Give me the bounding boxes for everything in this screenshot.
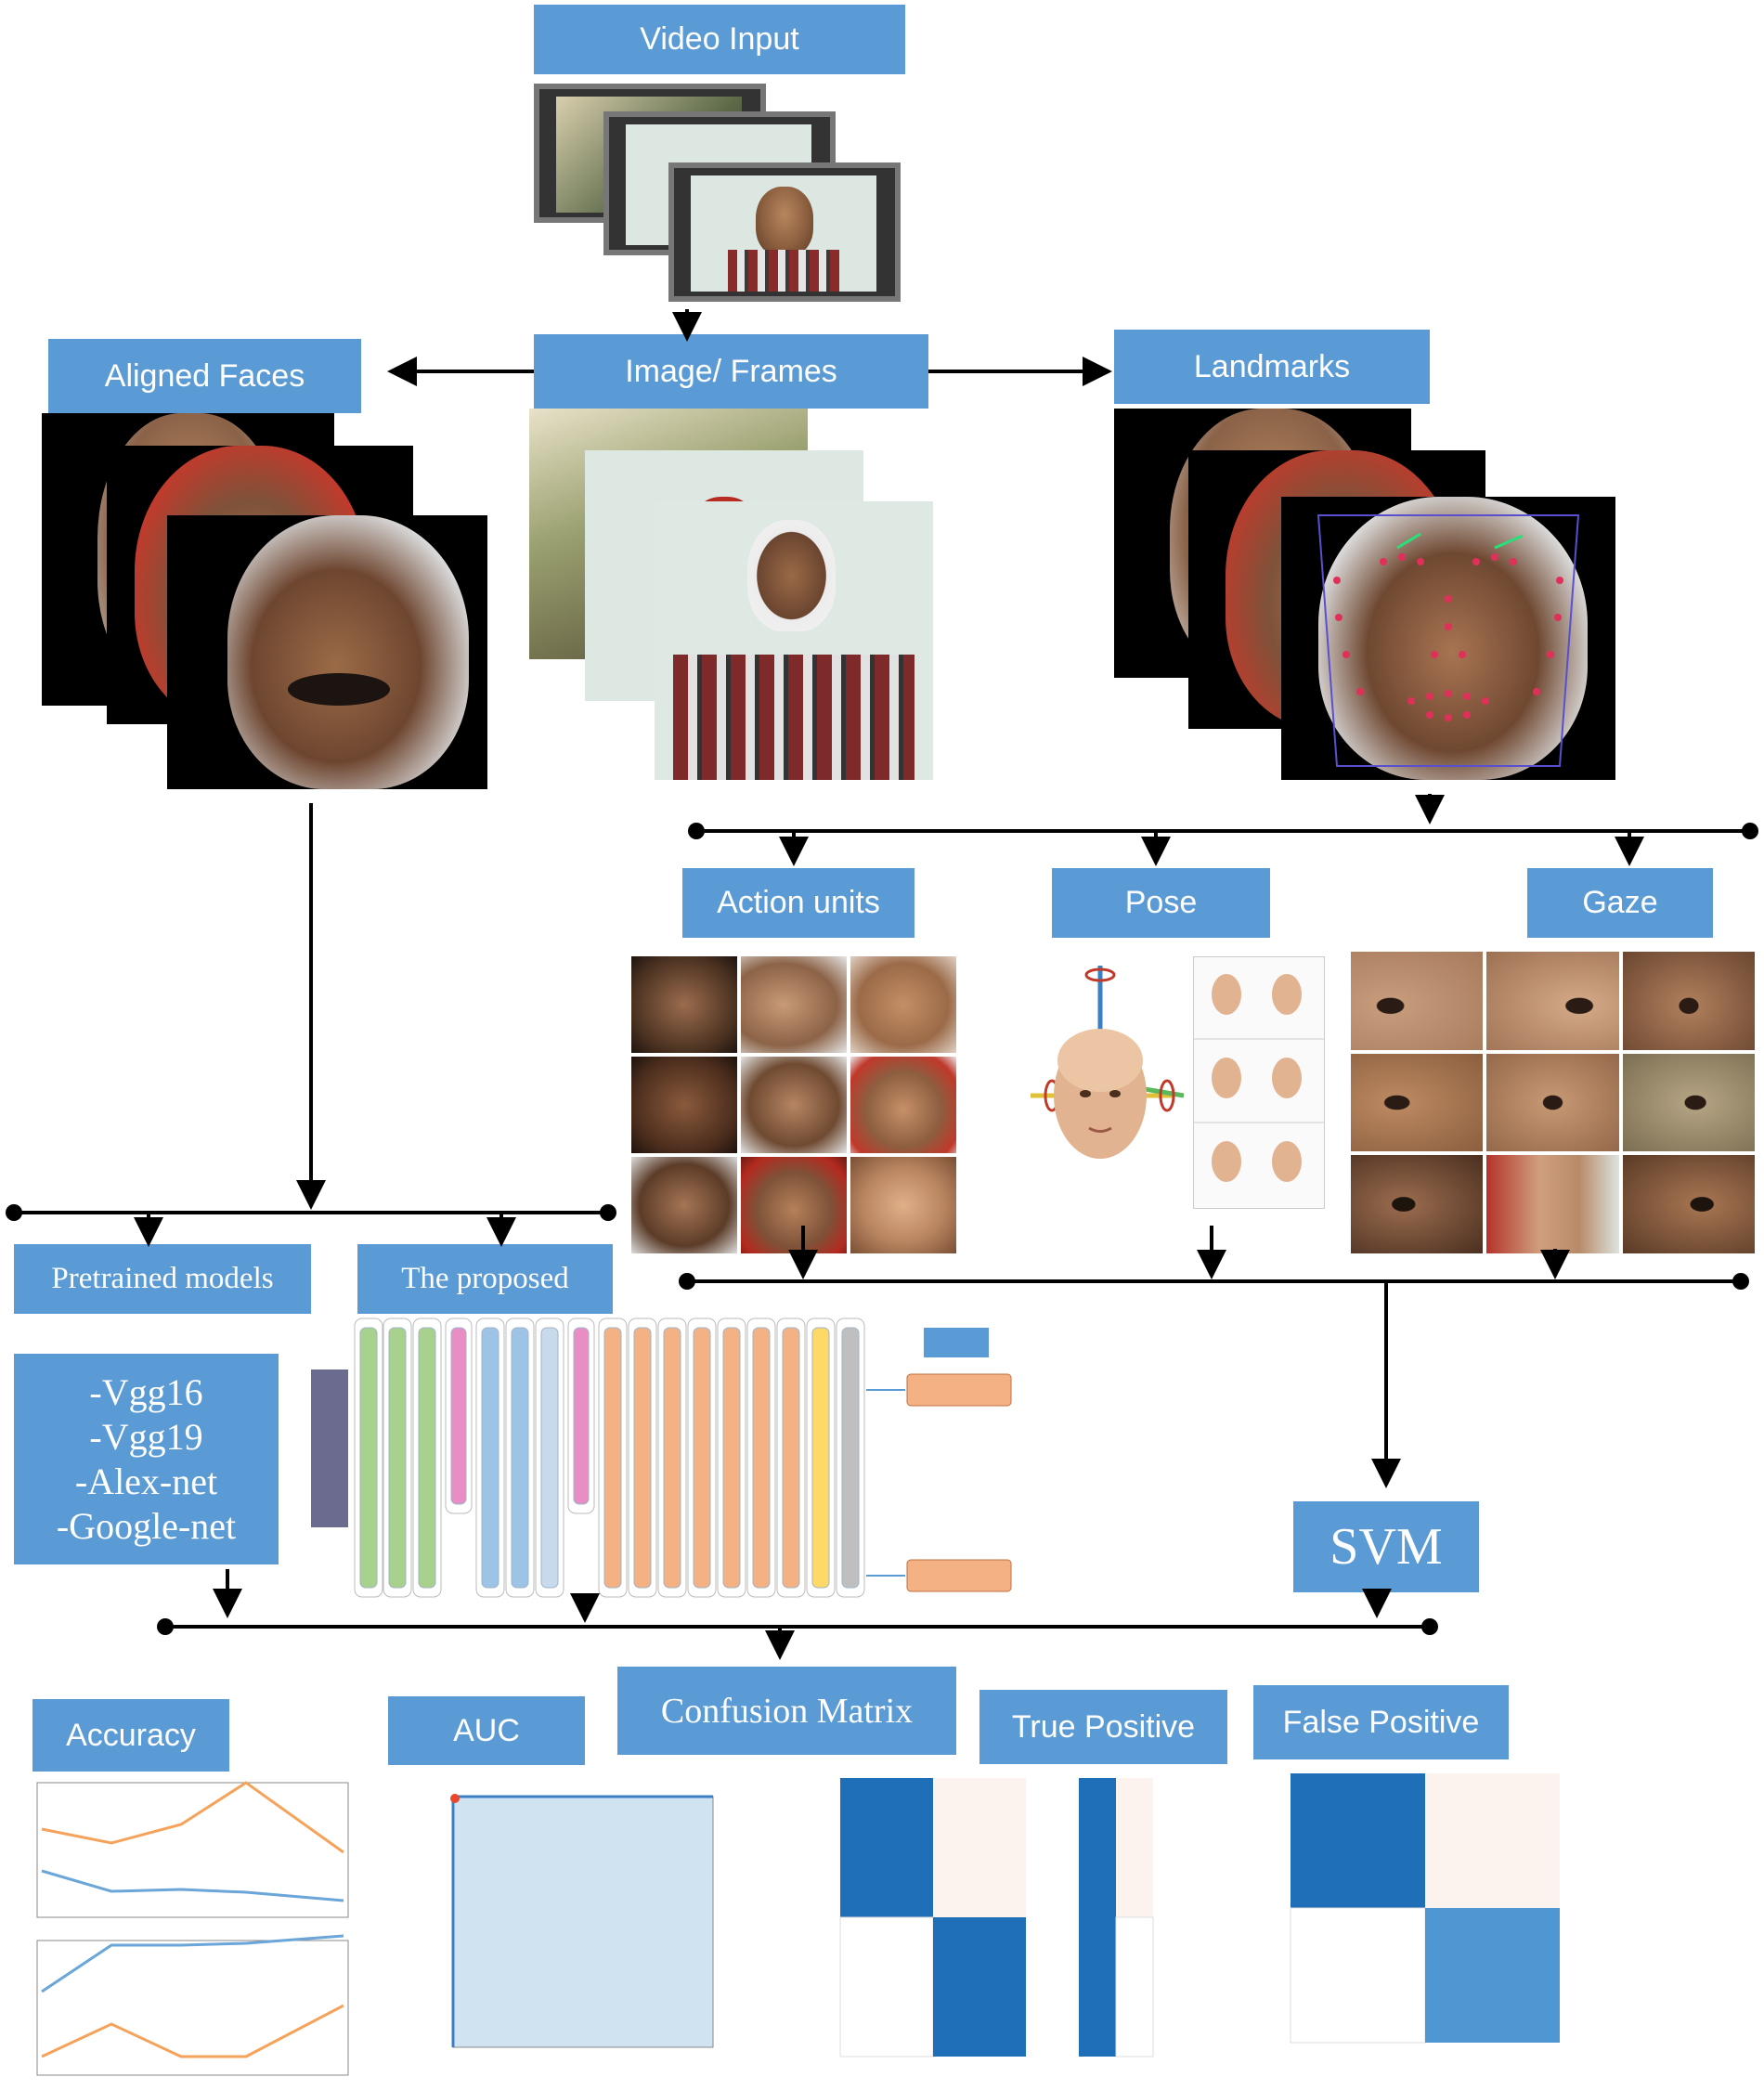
landmarks-stack	[1114, 409, 1625, 780]
confusion-matrix-label: Confusion Matrix	[617, 1667, 956, 1755]
pose-label: Pose	[1052, 868, 1270, 938]
face-photo	[741, 1057, 847, 1153]
eye-crop-photo	[1486, 1155, 1619, 1253]
false-positive-matrix-thumbnail	[1235, 1769, 1560, 2084]
confusion-matrix-thumbnail	[789, 1773, 1179, 2084]
frame-photo	[655, 501, 933, 780]
accuracy-label: Accuracy	[32, 1699, 229, 1772]
aligned-faces-label: Aligned Faces	[48, 339, 361, 413]
face-photo	[631, 1157, 737, 1253]
eye-crop-photo	[1486, 1053, 1619, 1152]
video-input-label: Video Input	[534, 5, 905, 74]
line-chart-thumbnail	[14, 1773, 357, 2084]
image-frames-stack	[529, 409, 938, 780]
film-strip-icon	[668, 162, 901, 302]
model-item-alexnet: -Alex-net	[74, 1460, 218, 1502]
image-frames-label: Image/ Frames	[534, 334, 928, 409]
model-item-googlenet: -Google-net	[56, 1504, 237, 1547]
pose-illustration	[1026, 956, 1325, 1216]
pretrained-models-label: Pretrained models	[14, 1244, 311, 1314]
gaze-grid	[1351, 952, 1755, 1253]
eye-crop-photo	[1351, 1053, 1484, 1152]
action-units-grid	[631, 956, 956, 1253]
face-photo	[631, 956, 737, 1053]
landmarks-label: Landmarks	[1114, 330, 1430, 404]
face-photo	[741, 1157, 847, 1253]
auc-label: AUC	[388, 1696, 585, 1765]
aligned-face-photo	[167, 515, 487, 789]
landmark-face-photo	[1281, 497, 1615, 780]
pretrained-models-list: -Vgg16 -Vgg19 -Alex-net -Google-net	[14, 1354, 279, 1564]
face-photo	[741, 956, 847, 1053]
pose-rotation-panel	[1193, 956, 1325, 1209]
action-units-label: Action units	[682, 868, 914, 938]
gaze-label: Gaze	[1527, 868, 1713, 938]
roc-chart-thumbnail	[397, 1773, 732, 2084]
the-proposed-label: The proposed	[357, 1244, 613, 1314]
video-frames-stack	[534, 84, 905, 302]
model-item-vgg16: -Vgg16	[89, 1370, 203, 1413]
svm-label: SVM	[1293, 1501, 1479, 1592]
eye-crop-photo	[1486, 952, 1619, 1050]
face-photo	[850, 956, 956, 1053]
true-positive-label: True Positive	[979, 1690, 1227, 1764]
face-photo	[631, 1057, 737, 1153]
eye-crop-photo	[1351, 952, 1484, 1050]
false-positive-label: False Positive	[1253, 1685, 1509, 1759]
eye-crop-photo	[1622, 952, 1755, 1050]
eye-crop-photo	[1351, 1155, 1484, 1253]
cnn-architecture-diagram	[311, 1314, 1026, 1602]
eye-crop-photo	[1622, 1155, 1755, 1253]
model-item-vgg19: -Vgg19	[89, 1415, 203, 1458]
face-photo	[850, 1157, 956, 1253]
head-pose-icon	[1031, 966, 1185, 1159]
aligned-faces-stack	[42, 413, 487, 794]
face-photo	[850, 1057, 956, 1153]
eye-crop-photo	[1622, 1053, 1755, 1152]
